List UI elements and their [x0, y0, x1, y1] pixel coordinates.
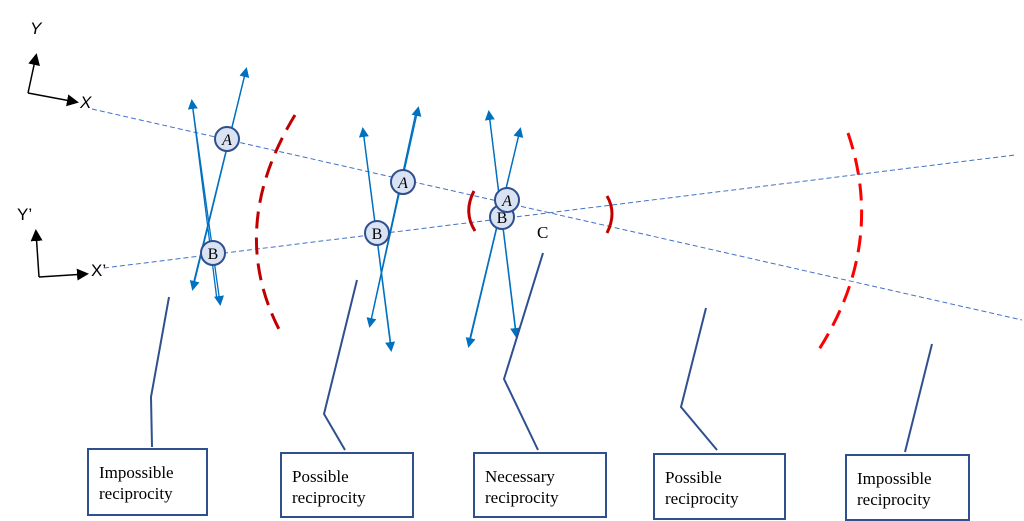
- lower-y-axis-arrow: [30, 229, 43, 278]
- zone-label-line1: Necessary: [485, 467, 555, 486]
- node-b-1: B: [200, 240, 226, 266]
- lower-x-axis-label: X’: [91, 261, 106, 280]
- node-a-label: A: [397, 175, 408, 192]
- node-a-1: A: [214, 126, 240, 152]
- vector-pair-2: [358, 106, 422, 352]
- lower-y-axis-label: Y’: [17, 205, 32, 224]
- zone-label-line2: reciprocity: [857, 490, 931, 509]
- upper-x-axis-label: X: [79, 93, 92, 112]
- zone-label-line2: reciprocity: [292, 488, 366, 507]
- convergence-point-label: C: [537, 223, 548, 242]
- zone-label-line2: reciprocity: [665, 489, 739, 508]
- upper-trajectory-line: [91, 108, 1023, 321]
- left-outer-boundary-arc: [254, 114, 297, 336]
- node-b-label: B: [372, 226, 383, 243]
- node-a-2: A: [390, 169, 416, 195]
- zone-label-line2: reciprocity: [99, 484, 173, 503]
- zone-box-possible-right: Possible reciprocity: [653, 453, 786, 520]
- zone-box-impossible-right: Impossible reciprocity: [845, 454, 970, 521]
- callout-leader-2: [322, 279, 358, 451]
- zone-box-impossible-left: Impossible reciprocity: [87, 448, 208, 516]
- lower-trajectory-line: [103, 154, 1016, 269]
- callout-leader-5: [904, 343, 933, 453]
- right-outer-boundary-arc: [816, 132, 864, 352]
- zone-label-line1: Possible: [665, 468, 722, 487]
- zone-label-line1: Possible: [292, 467, 349, 486]
- callout-leader-4: [679, 307, 718, 451]
- upper-y-axis-arrow: [27, 53, 40, 94]
- upper-axis-frame: Y X: [27, 19, 92, 112]
- node-b-label: B: [497, 210, 508, 227]
- right-inner-boundary-bracket: [605, 195, 614, 234]
- node-a-3: A: [494, 187, 520, 213]
- callout-leader-3: [502, 252, 544, 451]
- left-inner-boundary-bracket: [467, 190, 477, 232]
- zone-box-possible-left: Possible reciprocity: [280, 452, 414, 518]
- callout-leader-1: [149, 296, 170, 448]
- node-b-2: B: [364, 220, 390, 246]
- vector-pair-1: [187, 67, 250, 306]
- zone-label-line1: Impossible: [99, 463, 174, 482]
- zone-box-necessary: Necessary reciprocity: [473, 452, 607, 518]
- node-a-label: A: [501, 193, 512, 210]
- lower-x-axis-arrow: [38, 268, 89, 281]
- upper-x-axis-arrow: [27, 92, 79, 107]
- vector-arrow: [465, 129, 521, 348]
- zone-label-line1: Impossible: [857, 469, 932, 488]
- vector-pair-3: [465, 110, 524, 348]
- zone-label-line2: reciprocity: [485, 488, 559, 507]
- upper-y-axis-label: Y: [30, 19, 43, 38]
- node-b-label: B: [208, 246, 219, 263]
- lower-axis-frame: Y’ X’: [17, 205, 106, 281]
- vector-arrow: [191, 101, 224, 306]
- vector-arrow: [369, 106, 422, 326]
- node-a-label: A: [221, 132, 232, 149]
